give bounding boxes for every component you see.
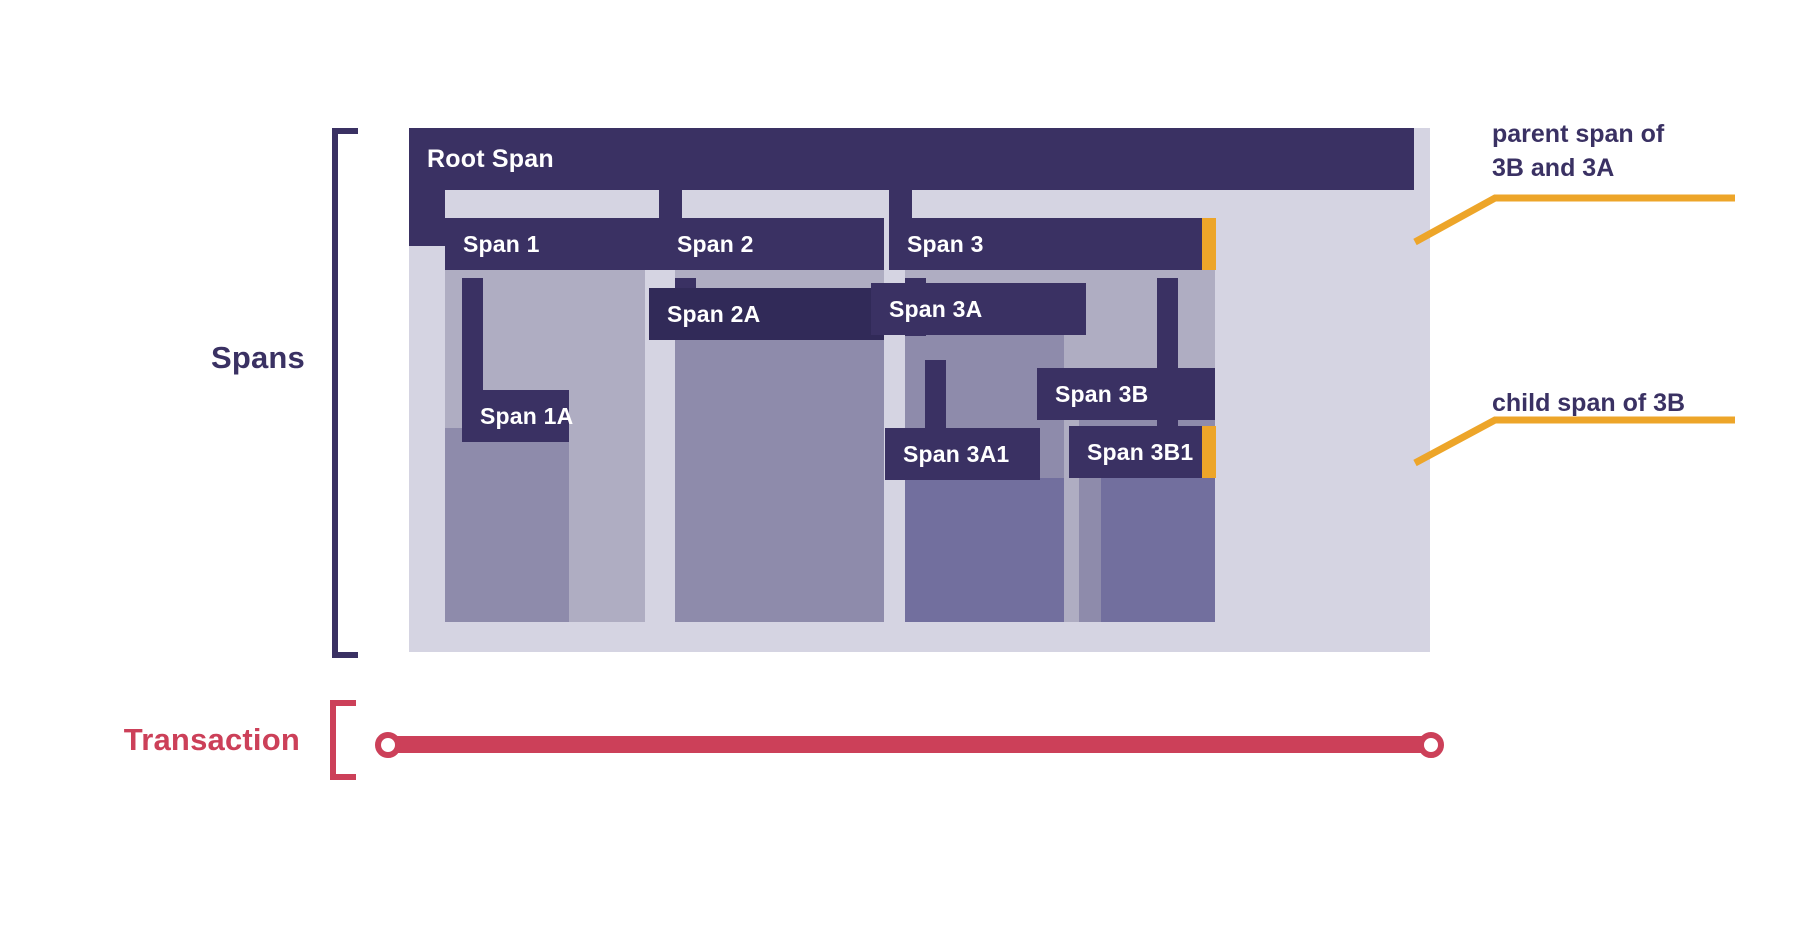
span-3a1-region [905,478,1064,622]
parent-span-highlight-marker [1202,218,1216,270]
child-span-callout-text: child span of 3B [1492,389,1686,417]
transaction-section-label: Transaction [123,722,300,757]
root-span-header[interactable]: Root Span [409,128,1414,190]
child-span-leader-line [1410,415,1740,485]
span-2a-header[interactable]: Span 2A [649,288,884,340]
spans-bracket [332,128,358,658]
parent-span-leader-line [1410,180,1740,250]
transaction-bracket [330,700,356,780]
child-span-highlight-marker [1202,426,1216,478]
parent-span-callout-text: parent span of 3B and 3A [1492,120,1665,182]
span-3b1-header[interactable]: Span 3B1 [1069,426,1215,478]
transaction-end-endpoint [1418,732,1444,758]
span-3b1-region [1101,458,1215,622]
span-3b-header[interactable]: Span 3B [1037,368,1215,420]
span-2-header[interactable]: Span 2 [659,218,884,270]
span-1a-header[interactable]: Span 1A [462,390,573,442]
connector-span3-to-span3b [1157,278,1178,380]
span-3-header[interactable]: Span 3 [889,218,1214,270]
span-tree: Root Span Span 1 Span 1A Span 2 Span 2A … [409,128,1430,652]
span-1a-region [445,428,569,622]
span-3a-header[interactable]: Span 3A [871,283,1086,335]
span-1-header[interactable]: Span 1 [445,218,662,270]
connector-root-to-span1 [409,188,445,246]
transaction-start-endpoint [375,732,401,758]
span-2a-region [675,338,884,622]
span-3a1-header[interactable]: Span 3A1 [885,428,1040,480]
transaction-bar [388,736,1431,753]
spans-section-label: Spans [210,340,305,375]
